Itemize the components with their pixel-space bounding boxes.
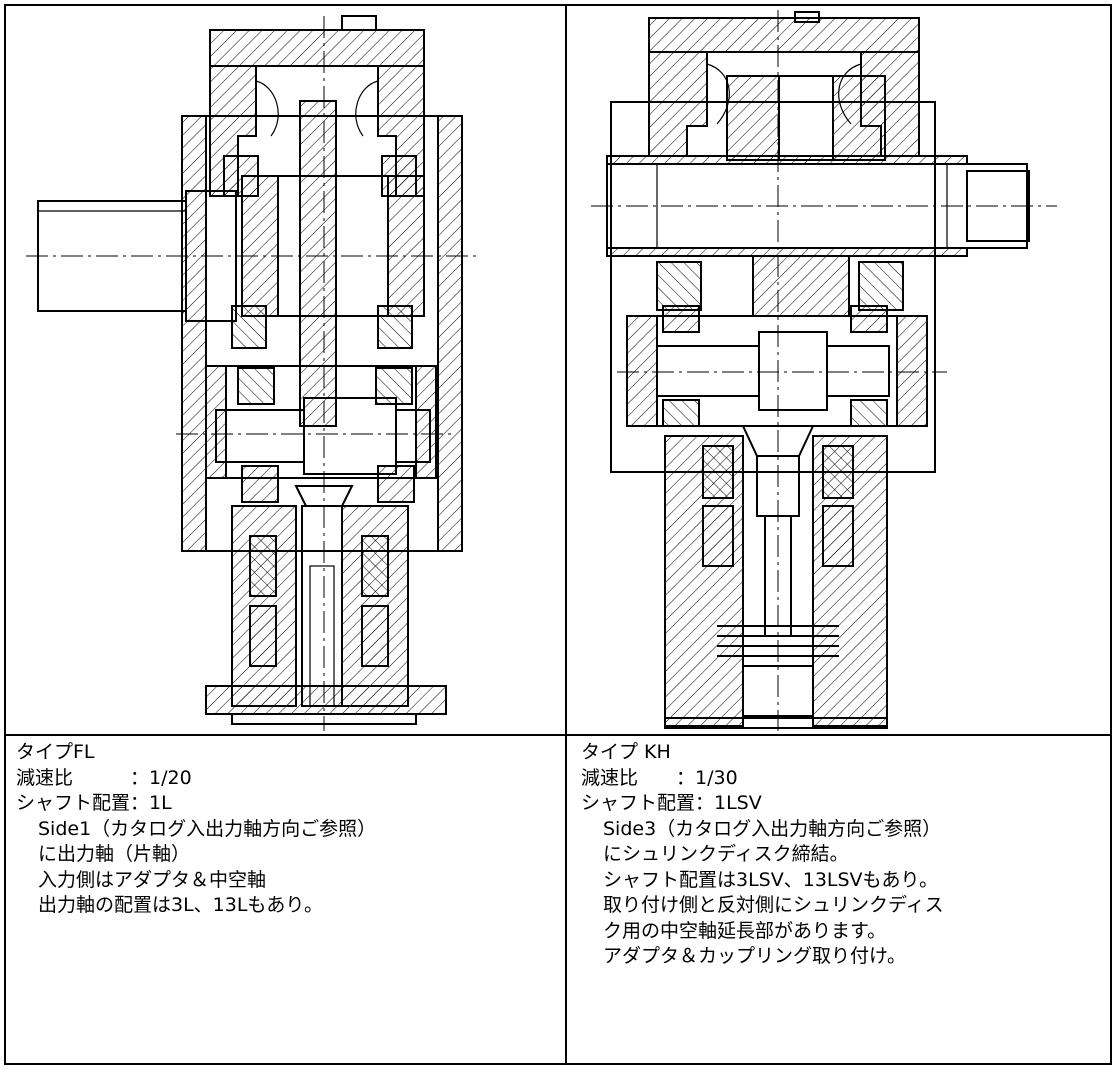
note-line: にシュリンクディスク締結。 <box>603 843 849 865</box>
gearbox-drawing-kh <box>567 6 1110 734</box>
gearbox-drawing-fl <box>6 6 565 734</box>
type-label: タイプ KH <box>581 741 671 763</box>
row-divider <box>4 734 1112 736</box>
note-line: に出力軸（片軸） <box>38 843 191 865</box>
type-label: タイプFL <box>16 741 95 763</box>
note-line: シャフト配置は3LSV、13LSVもあり。 <box>603 868 939 891</box>
shaft-label: シャフト配置：1L <box>16 792 172 814</box>
column-divider <box>565 4 567 1065</box>
note-line: アダプタ＆カップリング取り付け。 <box>603 945 907 967</box>
ratio-label: 減速比 ：1/20 <box>16 766 192 789</box>
note-line: 入力側はアダプタ＆中空軸 <box>38 868 267 891</box>
note-line: ク用の中空軸延長部があります。 <box>603 919 887 942</box>
spec-text-kh: タイプ KH 減速比 ：1/30 シャフト配置：1LSV Side3（カタログ入… <box>581 740 1101 970</box>
table-frame <box>4 4 1112 1065</box>
ratio-label: 減速比 ：1/30 <box>581 766 738 789</box>
note-line: 出力軸の配置は3L、13Lもあり。 <box>38 894 324 916</box>
note-line: Side3（カタログ入出力軸方向ご参照） <box>603 817 942 840</box>
shaft-label: シャフト配置：1LSV <box>581 792 762 814</box>
note-line: 取り付け側と反対側にシュリンクディス <box>603 894 944 916</box>
spec-text-fl: タイプFL 減速比 ：1/20 シャフト配置：1L Side1（カタログ入出力軸… <box>16 740 556 919</box>
note-line: Side1（カタログ入出力軸方向ご参照） <box>38 817 377 840</box>
